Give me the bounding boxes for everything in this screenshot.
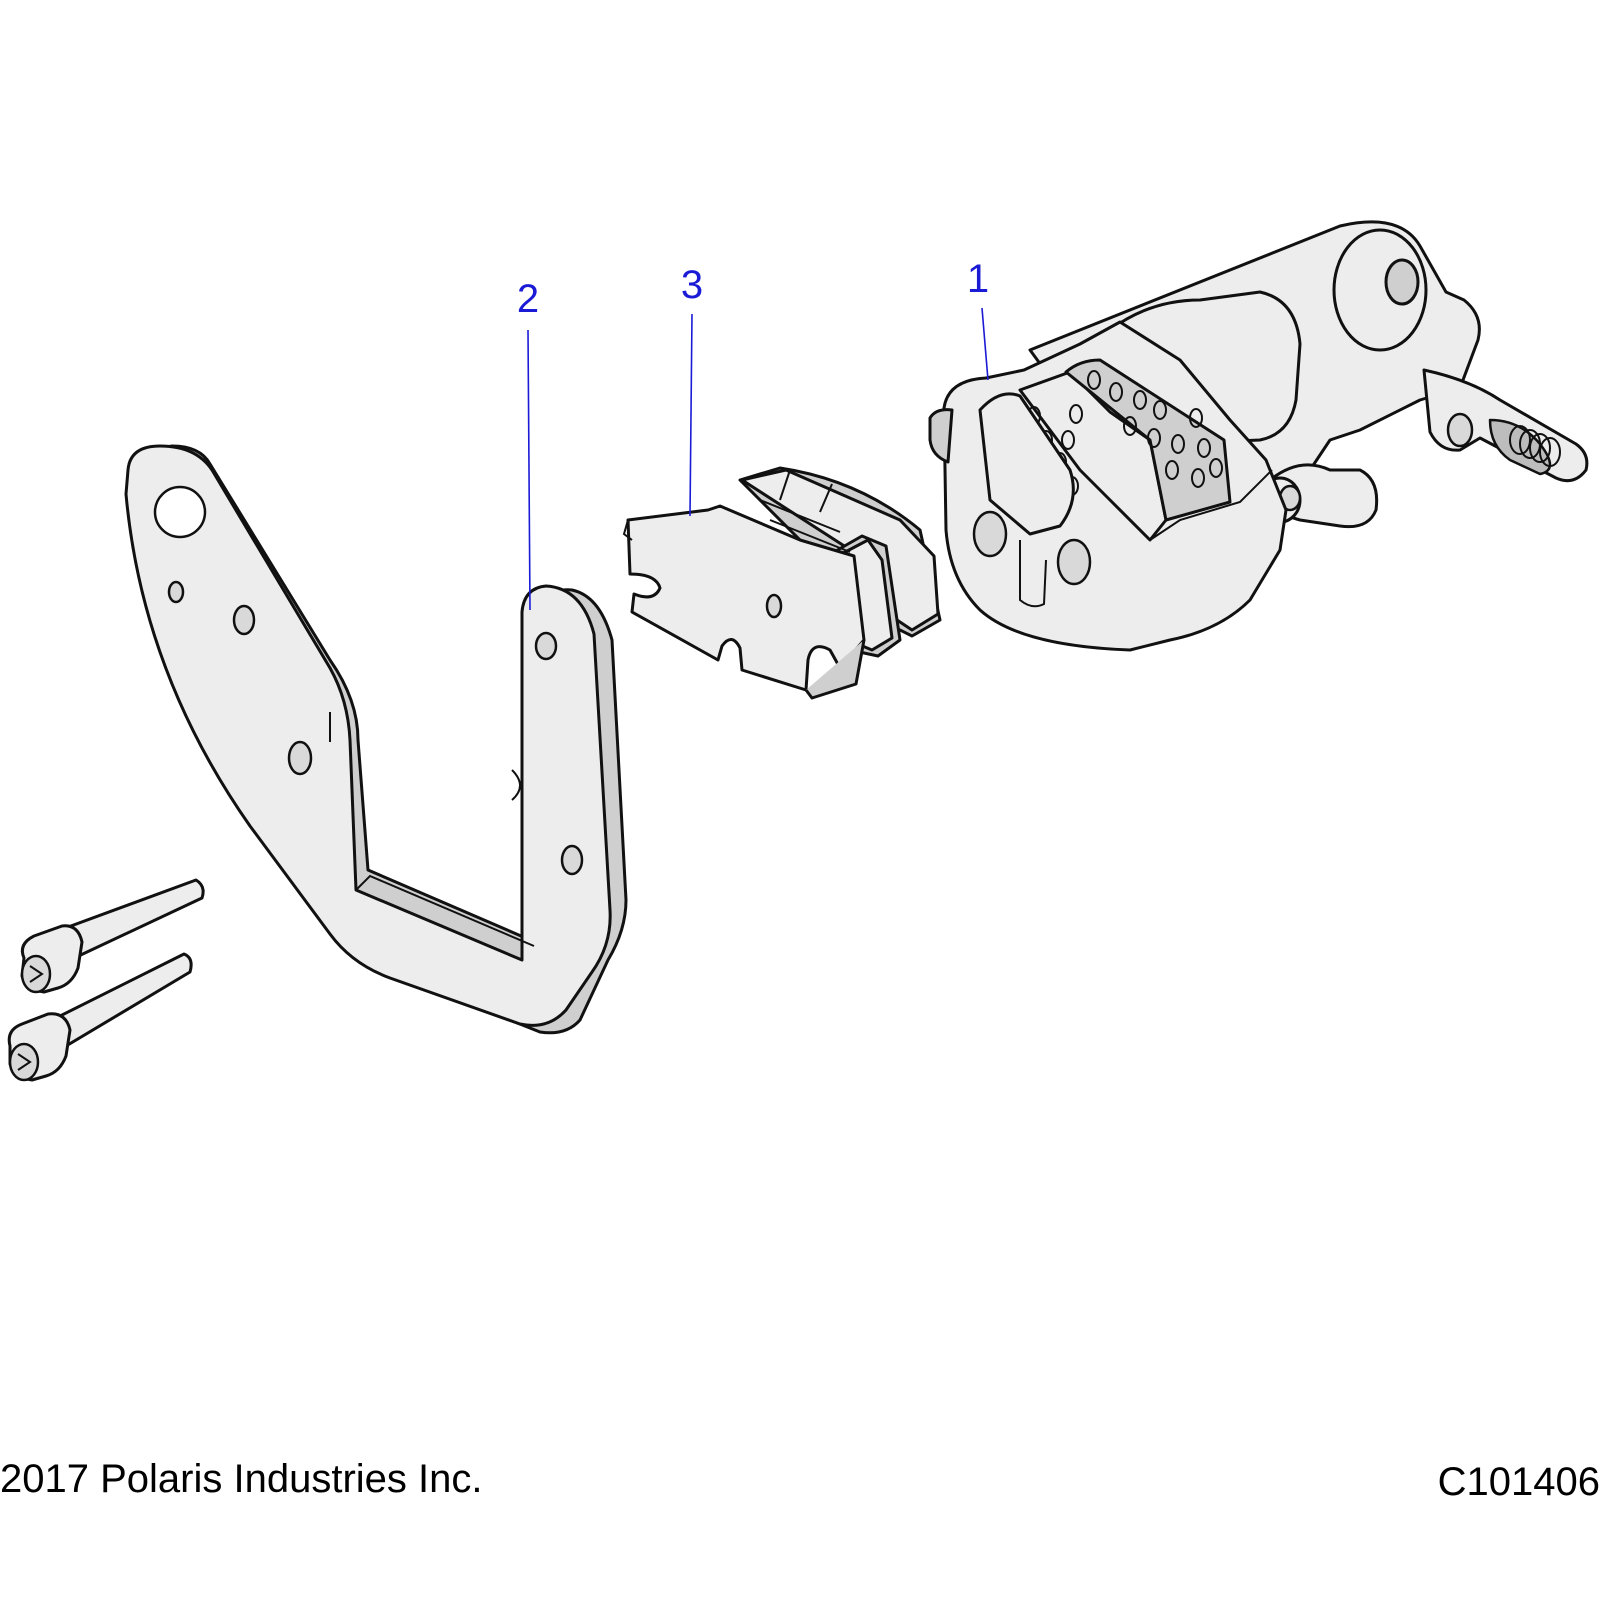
brake-caliper xyxy=(928,220,1589,652)
callout-number-2: 2 xyxy=(517,277,539,321)
bracket-hole xyxy=(534,631,558,661)
bracket-large-hole xyxy=(153,485,207,539)
bracket-hole xyxy=(167,580,185,604)
copyright-text: 2017 Polaris Industries Inc. xyxy=(0,1457,483,1501)
mounting-bolt-upper xyxy=(20,878,205,994)
bracket-hole xyxy=(232,604,256,636)
mounting-bolt-lower xyxy=(7,952,193,1082)
callout-number-3: 3 xyxy=(681,263,703,307)
drawing-code: C101406 xyxy=(1437,1460,1600,1504)
callout-1: 1 xyxy=(967,257,989,381)
brake-pad-set xyxy=(622,466,942,700)
return-spring xyxy=(1509,425,1561,467)
bracket-hole xyxy=(287,740,313,776)
caliper-mounting-bracket xyxy=(124,444,628,1035)
callout-number-1: 1 xyxy=(967,257,989,301)
leader-line-1 xyxy=(981,307,989,381)
bracket-hole xyxy=(560,844,584,876)
callout-3: 3 xyxy=(681,263,703,517)
callout-2: 2 xyxy=(517,277,539,611)
leader-line-2 xyxy=(527,329,531,611)
leader-line-3 xyxy=(689,313,693,517)
